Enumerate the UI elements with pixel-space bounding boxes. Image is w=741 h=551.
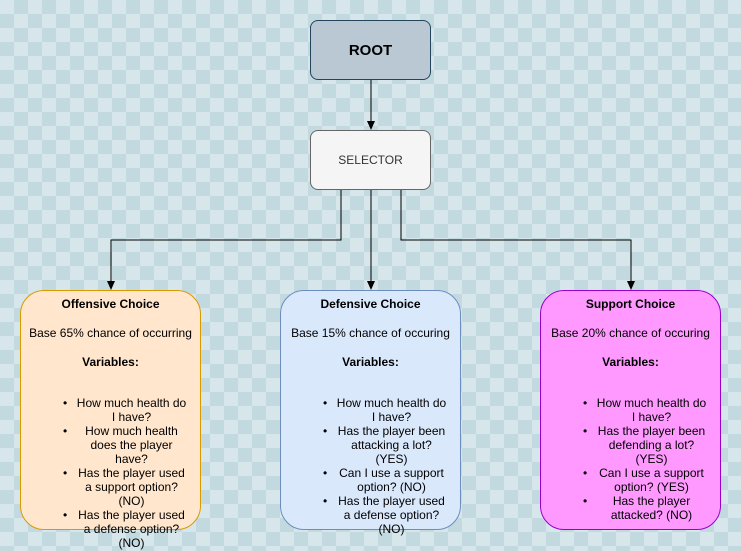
list-item: How much health does the player have?	[63, 424, 188, 466]
offensive-title: Offensive Choice	[61, 297, 160, 311]
list-item: Can I use a support option? (YES)	[583, 466, 708, 494]
offensive-variables-label: Variables:	[82, 355, 139, 369]
defensive-variables-list: How much health do I have? Has the playe…	[285, 396, 456, 536]
defensive-title: Defensive Choice	[320, 297, 421, 311]
defensive-choice-node: Defensive Choice Base 15% chance of occu…	[280, 290, 461, 536]
support-variables-list: How much health do I have? Has the playe…	[545, 396, 716, 522]
selector-node: SELECTOR	[310, 130, 431, 190]
support-variables-label: Variables:	[602, 355, 659, 369]
offensive-base-chance: Base 65% chance of occurring	[29, 326, 192, 340]
list-item: How much health do I have?	[583, 396, 708, 424]
offensive-variables-list: How much health do I have? How much heal…	[25, 396, 196, 550]
list-item: How much health do I have?	[323, 396, 448, 424]
list-item: Can I use a support option? (NO)	[323, 466, 448, 494]
list-item: How much health do I have?	[63, 396, 188, 424]
edge-selector-offensive	[107, 190, 342, 290]
list-item: Has the player used a support option? (N…	[63, 466, 188, 508]
list-item: Has the player been attacking a lot? (YE…	[323, 424, 448, 466]
defensive-base-chance: Base 15% chance of occuring	[291, 326, 450, 340]
edge-selector-support	[400, 190, 635, 290]
list-item: Has the player used a defense option? (N…	[63, 508, 188, 550]
defensive-variables-label: Variables:	[342, 355, 399, 369]
list-item: Has the player been defending a lot? (YE…	[583, 424, 708, 466]
list-item: Has the player used a defense option? (N…	[323, 494, 448, 536]
support-base-chance: Base 20% chance of occuring	[551, 326, 710, 340]
offensive-choice-node: Offensive Choice Base 65% chance of occu…	[20, 290, 201, 550]
selector-label: SELECTOR	[338, 153, 403, 167]
support-choice-node: Support Choice Base 20% chance of occuri…	[540, 290, 721, 530]
list-item: Has the player attacked? (NO)	[583, 494, 708, 522]
support-title: Support Choice	[585, 297, 676, 311]
root-node: ROOT	[310, 20, 431, 80]
root-label: ROOT	[348, 41, 393, 59]
